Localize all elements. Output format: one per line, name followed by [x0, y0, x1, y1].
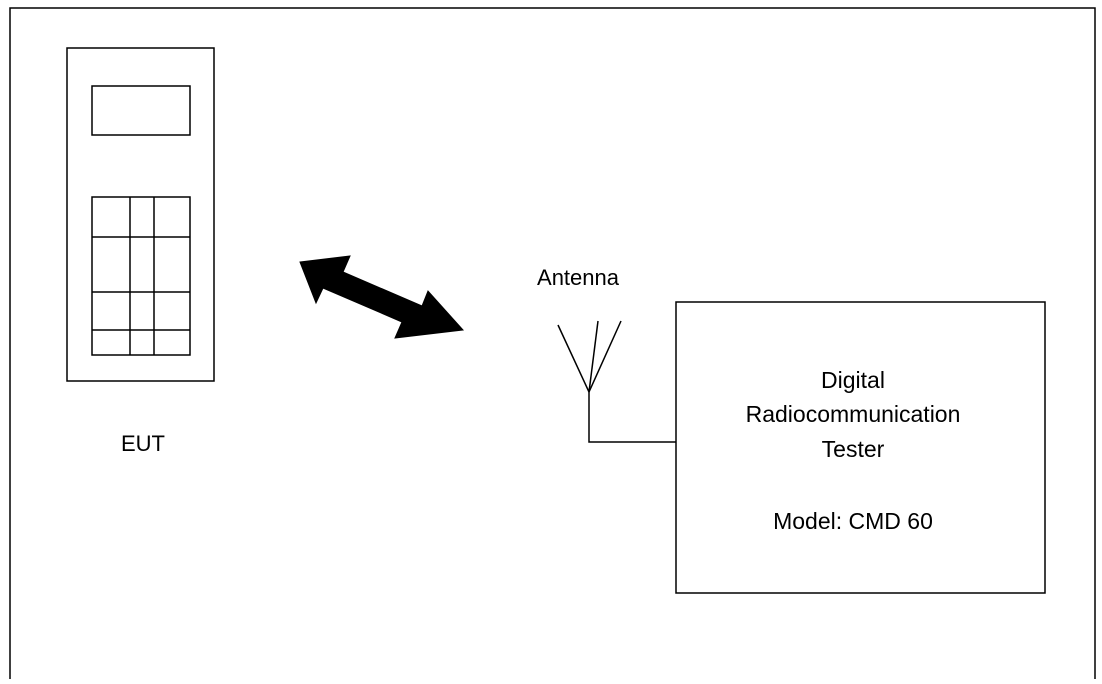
- tester-label: Digital Radiocommunication Tester Model:…: [746, 367, 961, 534]
- eut-label: EUT: [121, 431, 165, 456]
- eut-body: [66, 47, 215, 382]
- tester-box: [675, 301, 1046, 594]
- tester-label-line1: Digital: [821, 367, 885, 393]
- tester-model: Model: CMD 60: [773, 508, 933, 534]
- antenna-label: Antenna: [537, 265, 620, 290]
- eut-keypad: [91, 196, 191, 356]
- tester-label-line2: Radiocommunication: [746, 401, 961, 427]
- tester-label-line3: Tester: [822, 436, 885, 462]
- eut-display: [91, 85, 191, 136]
- bidirectional-arrow-icon: [299, 255, 465, 339]
- antenna-cable: [588, 392, 676, 443]
- diagram-frame: [9, 7, 1096, 679]
- antenna-icon: [557, 320, 622, 393]
- eut-device: [66, 47, 215, 382]
